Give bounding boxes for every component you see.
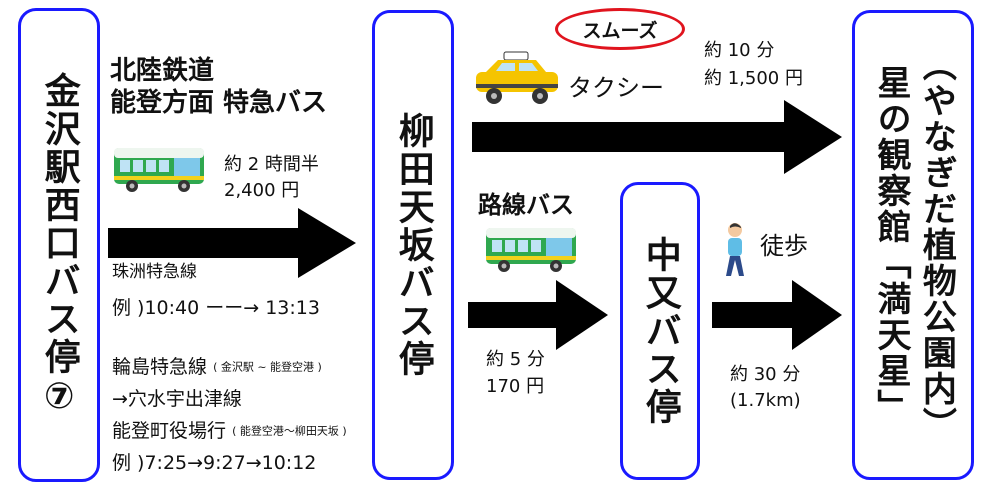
- walk-distance: (1.7km): [730, 390, 801, 411]
- route1-line2-name: 輪島特急線: [112, 356, 208, 378]
- walk-time: 約 30 分: [730, 364, 801, 385]
- walk-label: 徒歩: [760, 232, 808, 260]
- route1-line3-note: ( 能登空港～柳田天坂 ): [232, 424, 347, 438]
- route-bus-time: 約 5 分: [486, 349, 545, 370]
- arrow-taxi-to-observatory: [472, 100, 842, 174]
- bus-icon: [114, 148, 204, 192]
- route1-service: 能登方面 特急バス: [110, 88, 328, 118]
- taxi-time: 約 10 分: [704, 40, 775, 61]
- observatory-name-label: 星の観察館「満天星」: [871, 65, 911, 425]
- route1-line3-name: 能登町役場行: [112, 420, 227, 442]
- route1-line2-note: ( 金沢駅 ~ 能登空港 ): [213, 360, 322, 374]
- taxi-label: タクシー: [568, 74, 664, 102]
- station-kanazawa-label: 金沢駅西口バス停⑦: [38, 71, 80, 419]
- route1-line2: 輪島特急線 ( 金沢駅 ~ 能登空港 ): [112, 356, 322, 380]
- route-bus-fare: 170 円: [486, 376, 545, 397]
- station-kanazawa-box: 金沢駅西口バス停⑦: [18, 8, 100, 482]
- smooth-speech-bubble: スムーズ: [555, 8, 685, 50]
- route1-line3: 能登町役場行 ( 能登空港～柳田天坂 ): [112, 420, 347, 444]
- observatory-location-label: （やなぎだ植物公園内）: [916, 47, 957, 443]
- station-nakamata-box: 中又バス停: [620, 182, 700, 480]
- arrow-kanazawa-to-yanagida: [108, 208, 356, 278]
- taxi-icon: [476, 51, 558, 104]
- taxi-fare: 約 1,500 円: [704, 68, 803, 89]
- station-yanagida-label: 柳田天坂バス停: [392, 112, 434, 378]
- arrow-nakamata-to-observatory: [712, 280, 842, 350]
- route1-line1-example: 例 )10:40 ーー→ 13:13: [112, 297, 320, 319]
- route1-time: 約 2 時間半: [224, 154, 319, 175]
- arrow-yanagida-to-nakamata: [468, 280, 608, 350]
- station-yanagida-box: 柳田天坂バス停: [372, 10, 454, 480]
- route1-fare: 2,400 円: [224, 180, 300, 201]
- route1-line3-example: 例 )7:25→9:27→10:12: [112, 452, 317, 474]
- station-observatory-box: 星の観察館「満天星」 （やなぎだ植物公園内）: [852, 10, 974, 480]
- bus-icon: [486, 228, 576, 272]
- walking-person-icon: [726, 223, 744, 276]
- route1-operator: 北陸鉄道: [110, 56, 215, 86]
- route1-line1-name: 珠洲特急線: [112, 262, 197, 282]
- route1-line2-cont: →穴水宇出津線: [112, 388, 242, 410]
- smooth-bubble-text: スムーズ: [582, 19, 658, 42]
- station-nakamata-label: 中又バス停: [639, 236, 681, 426]
- route-bus-label: 路線バス: [478, 191, 574, 219]
